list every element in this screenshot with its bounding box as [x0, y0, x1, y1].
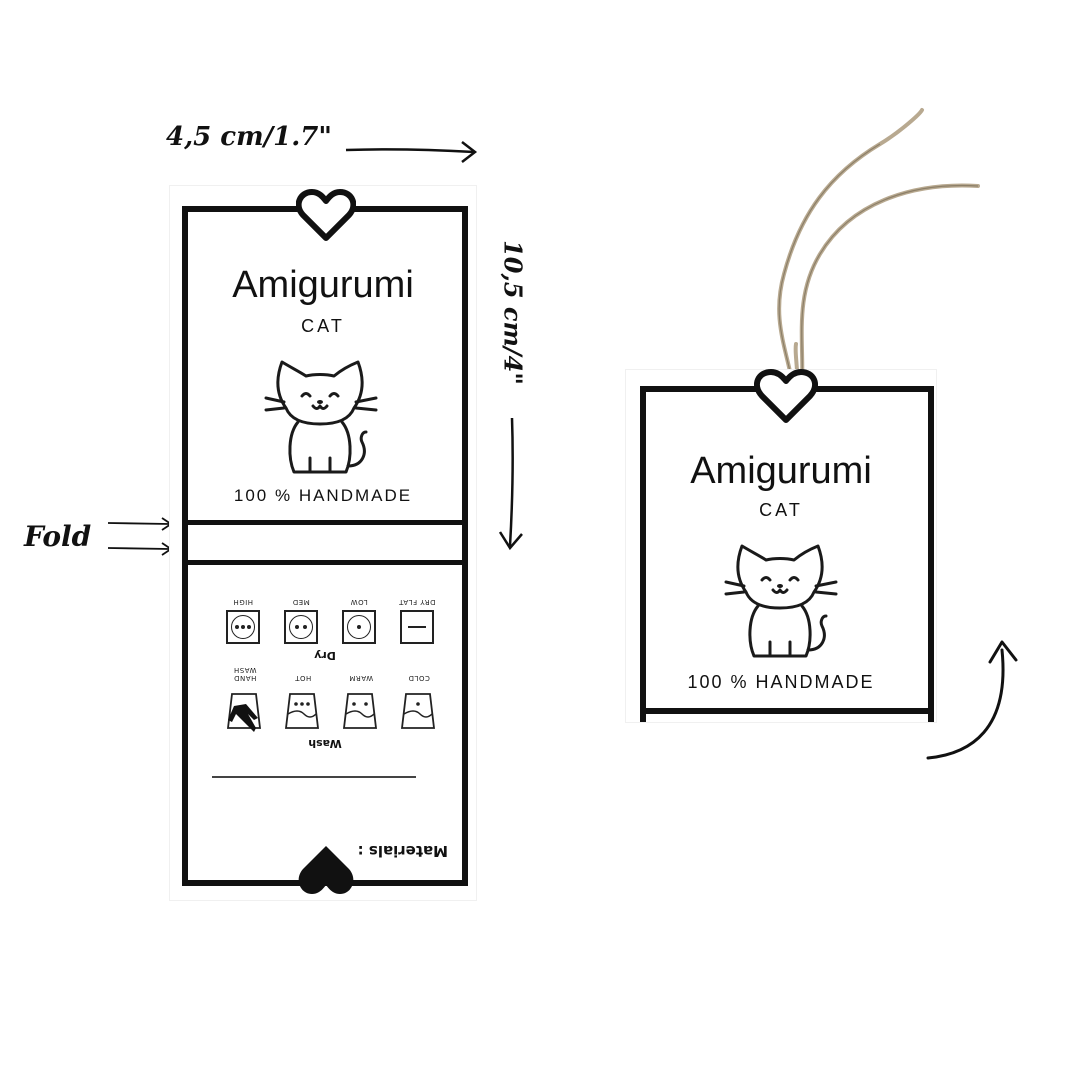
folded-tag-subtitle: CAT [759, 500, 803, 520]
cat-icon [264, 360, 378, 474]
fold-line-bottom [182, 560, 468, 565]
wash-label-cold: COLD [408, 674, 430, 682]
care-panel: Materials : Wash COLD WARM HOT H [188, 566, 462, 880]
dry-high-icon [226, 610, 260, 644]
arrow-right-icon [345, 141, 478, 163]
wash-heading: Wash [308, 737, 342, 750]
height-label: 10,5 cm/4" [498, 240, 528, 385]
dry-label-high: HIGH [232, 598, 254, 606]
folded-tag-title: Amigurumi [690, 450, 872, 492]
hand-wash-icon [228, 704, 258, 732]
fold-label: Fold [24, 520, 92, 553]
dry-label-low: LOW [350, 598, 368, 606]
dry-label-flat: DRY FLAT [398, 598, 436, 606]
twine-icon [777, 108, 980, 406]
wash-label-hot: HOT [294, 674, 312, 682]
dry-flat-icon [400, 610, 434, 644]
materials-label: Materials : [357, 842, 448, 860]
dry-label-med: MED [292, 598, 310, 606]
folded-tag: Amigurumi CAT 100 % HANDMADE [626, 369, 936, 722]
fold-line-top [182, 520, 468, 525]
cat-icon [724, 544, 838, 658]
wash-icons [226, 693, 436, 732]
wash-label-hand: HAND WASH [233, 666, 257, 682]
dry-heading: Dry [314, 649, 336, 662]
folded-tag-base [640, 708, 934, 714]
dry-low-icon [342, 610, 376, 644]
tag-footer: 100 % HANDMADE [233, 486, 413, 505]
heart-filled-icon [298, 846, 354, 894]
heart-icon [754, 369, 818, 423]
wash-label-warm: WARM [348, 674, 374, 682]
curved-arrow-icon [926, 640, 1018, 760]
dry-med-icon [284, 610, 318, 644]
folded-tag-footer: 100 % HANDMADE [687, 672, 875, 692]
heart-icon [296, 189, 356, 241]
fold-arrows-icon [107, 517, 173, 556]
flat-tag-sheet: Amigurumi CAT 100 % HANDMADE Materials :… [170, 186, 476, 900]
width-label: 4,5 cm/1.7" [166, 122, 332, 152]
tag-title: Amigurumi [232, 264, 414, 306]
arrow-down-icon [498, 417, 523, 551]
tag-subtitle: CAT [301, 316, 345, 336]
materials-line [212, 776, 416, 778]
